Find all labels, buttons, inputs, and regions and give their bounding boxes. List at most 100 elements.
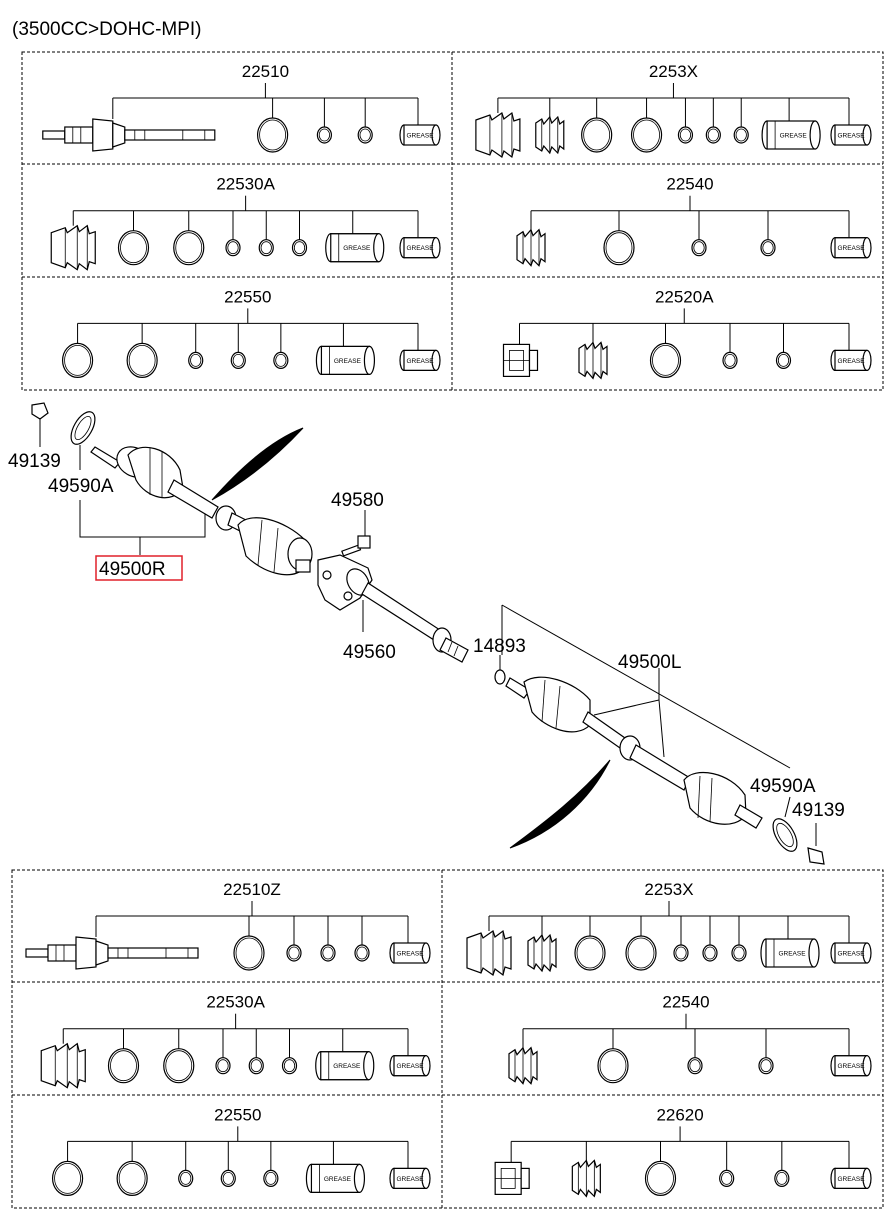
part-ring-l-icon: [126, 342, 158, 378]
left-drive-shaft: [494, 669, 825, 865]
kit-code-label: 22510Z: [223, 880, 281, 899]
callout-ring-left: 49590A: [750, 776, 816, 797]
part-ring-s-icon: [731, 944, 747, 962]
part-ring-s-icon: [673, 944, 689, 962]
kit-code-label: 22540: [662, 993, 709, 1012]
part-boot-l-icon: [466, 930, 512, 976]
grease-label: GREASE: [837, 1063, 865, 1070]
part-ring-l-icon: [630, 117, 663, 153]
part-ring-s-icon: [702, 944, 718, 962]
part-ring-s-icon: [178, 1169, 194, 1188]
grease-label: GREASE: [406, 358, 434, 365]
callout-shaft-left: 49500L: [618, 652, 681, 673]
grease-label: GREASE: [396, 1063, 424, 1070]
part-ring-s-icon: [760, 239, 776, 257]
part-ring-l-icon: [117, 230, 150, 266]
part-ring-l-icon: [574, 935, 606, 971]
kit-cell-22530a: 22530A GREASE GREASE: [50, 175, 441, 271]
part-ring-l-icon: [116, 1160, 148, 1197]
kit-code-label: 22530A: [206, 993, 265, 1012]
part-boot-s-icon: [516, 229, 546, 267]
part-ring-s-icon: [357, 126, 373, 144]
part-ring-l-icon: [644, 1160, 677, 1197]
grease-label: GREASE: [406, 133, 434, 140]
part-ring-l-icon: [649, 342, 682, 378]
grease-label: GREASE: [324, 1176, 352, 1183]
grease-label: GREASE: [334, 358, 362, 365]
part-boot-s-icon: [527, 934, 557, 972]
grease-label: GREASE: [837, 245, 865, 252]
part-housing-icon: [502, 343, 539, 377]
part-boot-l-icon: [475, 112, 521, 158]
kit-table-top: [21, 51, 884, 391]
grease-label: GREASE: [837, 1176, 865, 1183]
kit-code-label: 22620: [656, 1105, 703, 1124]
part-ring-s-icon: [774, 1169, 790, 1188]
grease-label: GREASE: [837, 358, 865, 365]
part-ring-s-icon: [733, 126, 749, 144]
part-ring-s-icon: [215, 1057, 231, 1075]
grease-label: GREASE: [406, 245, 434, 252]
part-ring-s-icon: [281, 1057, 298, 1075]
callout-shaft-right[interactable]: 49500R: [99, 559, 166, 580]
kit-code-label: 22510: [242, 62, 289, 81]
grease-label: GREASE: [343, 245, 371, 252]
kit-code-label: 22530A: [216, 175, 275, 194]
kit-code-label: 22540: [666, 175, 713, 194]
highlight-box: [95, 555, 183, 581]
shaft-assembly: 49139 49590A 49500R 49580 49560 14893 49…: [8, 402, 845, 865]
part-ring-l-icon: [107, 1048, 140, 1084]
part-ring-s-icon: [354, 944, 370, 962]
part-ring-l-icon: [625, 935, 657, 971]
part-ring-s-icon: [248, 1057, 264, 1075]
part-boot-s-icon: [578, 341, 608, 379]
part-boot-l-icon: [50, 225, 96, 271]
callout-bolt: 49580: [331, 490, 384, 511]
part-ring-l-icon: [163, 1048, 195, 1084]
part-ring-s-icon: [188, 351, 204, 369]
grease-label: GREASE: [396, 1176, 424, 1183]
callout-bracket: 49560: [343, 642, 396, 663]
part-boot-s-icon: [571, 1159, 601, 1198]
part-ring-l-icon: [257, 117, 289, 153]
callout-leaders: [31, 402, 817, 846]
callout-nut-right: 49139: [8, 451, 61, 472]
part-ring-s-icon: [225, 239, 241, 257]
part-ring-s-icon: [230, 351, 246, 369]
part-ring-s-icon: [775, 351, 792, 369]
part-boot-s-icon: [508, 1047, 538, 1085]
part-ring-s-icon: [273, 351, 289, 369]
kit-code-label: 22550: [224, 287, 271, 306]
callout-circlip: 14893: [473, 636, 526, 657]
part-ring-s-icon: [316, 126, 332, 144]
callout-nut-left: 49139: [792, 800, 845, 821]
grease-label: GREASE: [837, 133, 865, 140]
part-ring-s-icon: [719, 1169, 735, 1188]
part-ring-l-icon: [61, 342, 94, 378]
part-ring-s-icon: [677, 126, 694, 144]
part-shaft-icon: [42, 118, 216, 152]
part-ring-l-icon: [51, 1160, 84, 1197]
part-ring-l-icon: [597, 1048, 629, 1084]
callout-ring-right: 49590A: [48, 476, 114, 497]
part-housing-icon: [494, 1161, 530, 1196]
grease-label: GREASE: [778, 951, 806, 958]
part-ring-s-icon: [263, 1169, 279, 1188]
part-shaft-icon: [25, 936, 199, 970]
engine-note: (3500CC>DOHC-MPI): [12, 19, 202, 40]
part-ring-s-icon: [320, 944, 336, 962]
part-ring-l-icon: [581, 117, 613, 153]
part-ring-s-icon: [286, 944, 302, 962]
part-ring-s-icon: [722, 351, 738, 369]
